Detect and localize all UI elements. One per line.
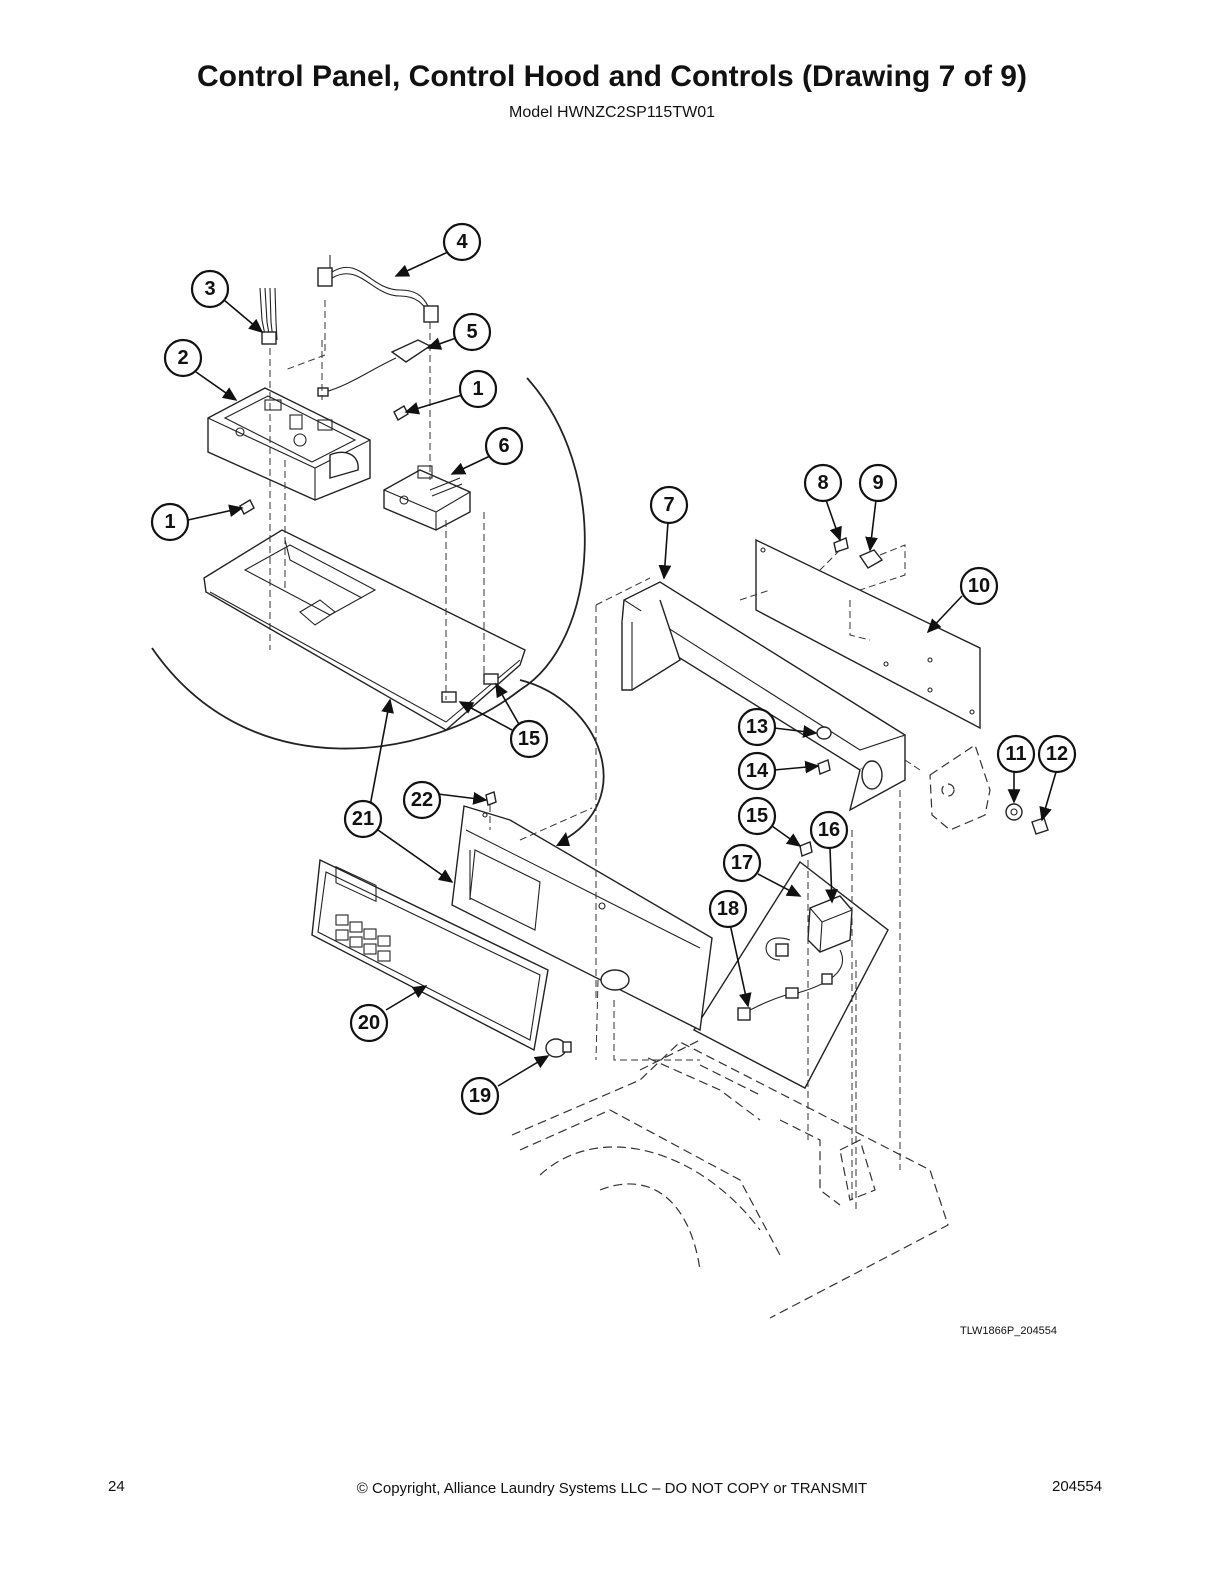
callout-4: 4 [442, 222, 482, 262]
callout-label: 4 [456, 231, 468, 253]
callout-label: 18 [717, 898, 739, 920]
part-1-screw-lower [239, 499, 255, 515]
copyright-notice: © Copyright, Alliance Laundry Systems LL… [356, 1480, 868, 1497]
part-21-panel-bracket [203, 529, 526, 731]
callout-label: 6 [498, 435, 509, 457]
callout-label: 15 [518, 728, 540, 750]
callout-11: 11 [996, 734, 1036, 774]
callout-label: 13 [746, 716, 768, 738]
part-5-cable [317, 339, 432, 397]
callout-5: 5 [452, 312, 492, 352]
detail-link-arrowhead [556, 832, 570, 846]
machine-top-dashed [511, 1039, 949, 1319]
part-4-harness [317, 255, 439, 323]
callout-label: 2 [177, 347, 188, 369]
callout-2: 2 [163, 338, 203, 378]
callout-label: 1 [472, 378, 483, 400]
callout-label: 5 [466, 321, 477, 343]
model-number: Model HWNZC2SP115TW01 [509, 104, 715, 121]
callout-label: 1 [164, 511, 175, 533]
callout-9: 9 [858, 463, 898, 503]
detail-link-arrow [519, 679, 605, 843]
callout-13: 13 [737, 707, 777, 747]
callout-8: 8 [803, 463, 843, 503]
callout-label: 10 [968, 575, 990, 597]
callout-18: 18 [708, 889, 748, 929]
part-19-knob [545, 1038, 572, 1058]
callout-label: 3 [204, 278, 215, 300]
part-15-screw [799, 841, 813, 857]
callout-1-upper: 1 [458, 369, 498, 409]
callout-label: 19 [469, 1085, 491, 1107]
callout-12: 12 [1037, 734, 1077, 774]
callout-14: 14 [737, 751, 777, 791]
drawing-code: TLW1866P_204554 [960, 1325, 1058, 1337]
callout-label: 20 [358, 1012, 380, 1034]
part-18-harness [737, 937, 844, 1021]
part-6-switch-bracket [383, 465, 471, 531]
callout-label: 8 [817, 472, 828, 494]
part-3-wire-harness [259, 287, 278, 345]
part-12-bolt [1031, 817, 1049, 835]
callout-22: 22 [402, 780, 442, 820]
part-9-clip [858, 544, 906, 591]
callout-15-right: 15 [737, 796, 777, 836]
page-title: Control Panel, Control Hood and Controls… [197, 60, 1027, 93]
rear-bracket-dotted [904, 744, 991, 831]
callout-7: 7 [649, 485, 689, 525]
callout-label: 21 [352, 808, 374, 830]
callout-label: 16 [818, 819, 840, 841]
callout-3: 3 [190, 269, 230, 309]
callout-label: 7 [663, 494, 674, 516]
detail-magnifier-arc [151, 377, 586, 750]
part-11-star-washer [1005, 803, 1023, 821]
callout-1-lower: 1 [150, 502, 190, 542]
callout-label: 11 [1005, 743, 1026, 765]
part-2-control-board [207, 387, 371, 501]
part-1-screw-upper [393, 405, 409, 421]
callout-19: 19 [460, 1076, 500, 1116]
part-13-grommet [816, 726, 832, 740]
alignment-lines-right [519, 760, 901, 1210]
part-10-back-panel [739, 538, 981, 730]
callout-label: 9 [872, 472, 883, 494]
callout-label: 12 [1046, 743, 1068, 765]
part-21-console [451, 805, 713, 1032]
part-14-screw [817, 759, 831, 775]
callout-21: 21 [343, 799, 383, 839]
page-number: 24 [108, 1478, 125, 1495]
document-number: 204554 [1052, 1478, 1103, 1495]
callout-17: 17 [722, 843, 762, 883]
callout-20: 20 [349, 1003, 389, 1043]
callout-label: 22 [411, 789, 433, 811]
part-8-screw [819, 537, 849, 571]
part-20-overlay [311, 858, 549, 1052]
callout-6: 6 [484, 426, 524, 466]
callout-16: 16 [809, 810, 849, 850]
callout-label: 14 [746, 760, 769, 782]
callout-label: 15 [746, 805, 768, 827]
leader-lines [187, 251, 1057, 1087]
callout-15-left: 15 [509, 719, 549, 759]
callout-10: 10 [959, 566, 999, 606]
part-7-control-hood [595, 577, 907, 812]
callout-label: 17 [731, 852, 753, 874]
